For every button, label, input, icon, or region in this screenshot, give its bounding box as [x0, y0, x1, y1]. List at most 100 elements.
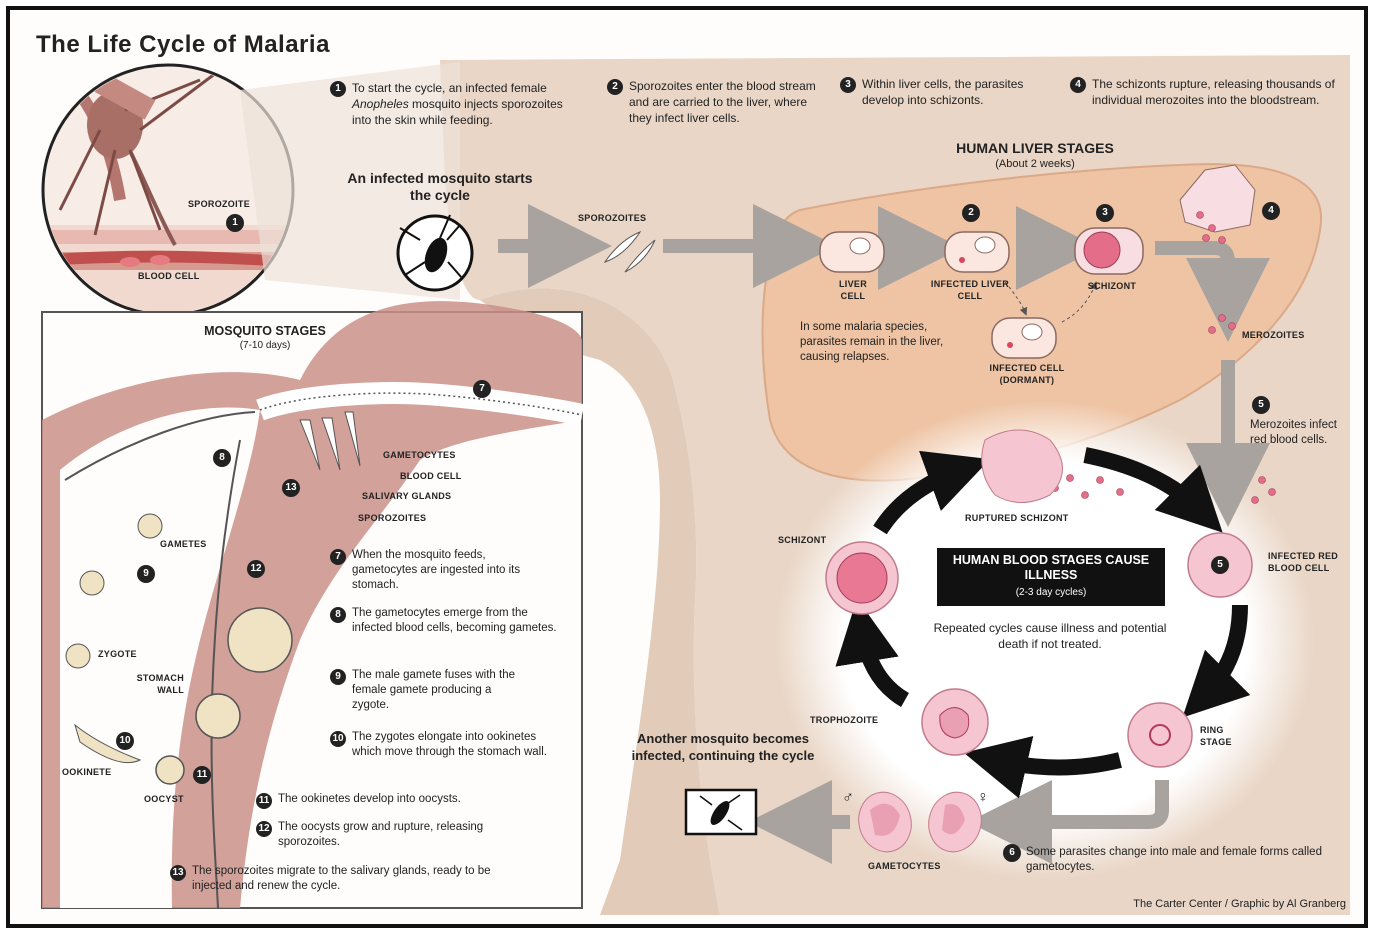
step-11-text: The ookinetes develop into oocysts. — [278, 792, 461, 807]
liver-heading: HUMAN LIVER STAGES — [925, 140, 1145, 156]
step-11-number: 11 — [256, 793, 272, 809]
step-8-text: The gametocytes emerge from the infected… — [352, 606, 560, 636]
merozoite-dot — [1117, 489, 1124, 496]
blood-schizont-cell — [826, 542, 898, 614]
liver-number-4: 4 — [1262, 202, 1280, 220]
merozoite-dot — [1229, 323, 1236, 330]
step-1-text-a: To start the cycle, an infected female — [352, 81, 547, 95]
gametocytes-label: GAMETOCYTES — [868, 860, 941, 872]
step-7-text: When the mosquito feeds, gametocytes are… — [352, 548, 540, 593]
merozoite-dot — [1269, 489, 1276, 496]
step-9-text: The male gamete fuses with the female ga… — [352, 668, 530, 713]
step-13-number: 13 — [170, 865, 186, 881]
page-title: The Life Cycle of Malaria — [36, 30, 330, 60]
diagram-number-10: 10 — [116, 732, 134, 750]
new-mosquito-icon — [686, 790, 756, 834]
male-symbol: ♂ — [842, 790, 854, 806]
merozoite-dot — [1219, 237, 1226, 244]
blood-schizont-label: SCHIZONT — [778, 534, 826, 546]
step-1-text: To start the cycle, an infected female A… — [352, 80, 580, 128]
step-4-text: The schizonts rupture, releasing thousan… — [1092, 76, 1340, 108]
merozoite-dot — [1197, 212, 1204, 219]
step-11: 11 The ookinetes develop into oocysts. — [256, 792, 556, 809]
label-gametes: GAMETES — [160, 538, 207, 550]
step-2-text: Sporozoites enter the blood stream and a… — [629, 78, 827, 126]
ruptured-schizont-label: RUPTURED SCHIZONT — [965, 512, 1069, 524]
step-1-text-em: Anopheles — [352, 97, 409, 111]
blood-box-subtitle: (2-3 day cycles) — [940, 587, 1162, 598]
step-12-number: 12 — [256, 821, 272, 837]
trophozoite-cell — [922, 689, 988, 755]
ruptured-schizont-shape — [982, 430, 1063, 503]
label-zygote: ZYGOTE — [98, 648, 137, 660]
step-10-number: 10 — [330, 731, 346, 747]
label-stomach-wall: STOMACH WALL — [114, 672, 184, 696]
merozoite-dot — [1259, 477, 1266, 484]
step-6-number: 6 — [1003, 844, 1021, 862]
infected-mosquito-caption: An infected mosquito starts the cycle — [340, 170, 540, 204]
dormant-cell-label: INFECTED CELL (DORMANT) — [972, 362, 1082, 386]
step-9: 9 The male gamete fuses with the female … — [330, 668, 530, 713]
diagram-number-8: 8 — [213, 449, 231, 467]
liver-schizont — [1075, 228, 1143, 274]
mosquito-heading: MOSQUITO STAGES — [160, 324, 370, 338]
label-oocyst: OOCYST — [144, 793, 184, 805]
step-12: 12 The oocysts grow and rupture, releasi… — [256, 820, 516, 850]
merozoites-label: MEROZOITES — [1242, 329, 1305, 341]
step-3-text: Within liver cells, the parasites develo… — [862, 76, 1040, 108]
merozoite-dot — [1219, 315, 1226, 322]
female-symbol: ♀ — [977, 790, 989, 806]
relapse-note: In some malaria species, parasites remai… — [800, 320, 960, 365]
label-sporozoites: SPOROZOITES — [358, 512, 426, 524]
step-8-number: 8 — [330, 607, 346, 623]
infected-liver-cell-label: INFECTED LIVER CELL — [928, 278, 1012, 302]
infected-rbc-label: INFECTED RED BLOOD CELL — [1268, 550, 1358, 574]
ring-stage-cell — [1128, 703, 1192, 767]
step-3: 3 Within liver cells, the parasites deve… — [840, 76, 1040, 108]
step-7-number: 7 — [330, 549, 346, 565]
step-5-number: 5 — [1252, 396, 1270, 414]
merozoite-dot — [1209, 327, 1216, 334]
diagram-number-12: 12 — [247, 560, 265, 578]
liver-cell — [820, 232, 884, 272]
ring-stage-label: RING STAGE — [1200, 724, 1250, 748]
step-1-number: 1 — [330, 81, 346, 97]
diagram-number-7: 7 — [473, 380, 491, 398]
step-10-text: The zygotes elongate into ookinetes whic… — [352, 730, 550, 760]
label-gametocytes: GAMETOCYTES — [383, 449, 456, 461]
dormant-cell — [992, 318, 1056, 358]
infected-mosquito-icon — [398, 215, 472, 290]
infected-rbc-number: 5 — [1211, 556, 1229, 574]
merozoite-dot — [1082, 492, 1089, 499]
merozoite-dot — [1067, 475, 1074, 482]
inset-number: 1 — [226, 214, 244, 232]
step-6-text: Some parasites change into male and fema… — [1026, 845, 1326, 875]
liver-subheading: (About 2 weeks) — [925, 158, 1145, 170]
step-10: 10 The zygotes elongate into ookinetes w… — [330, 730, 550, 760]
step-13: 13 The sporozoites migrate to the saliva… — [170, 864, 530, 894]
inset-sporozoite-label: SPOROZOITE — [188, 198, 250, 210]
merozoite-dot — [1097, 477, 1104, 484]
liver-number-3: 3 — [1096, 204, 1114, 222]
merozoite-dot — [1209, 225, 1216, 232]
step-12-text: The oocysts grow and rupture, releasing … — [278, 820, 516, 850]
step-2-number: 2 — [607, 79, 623, 95]
merozoite-dot — [1252, 497, 1259, 504]
another-mosquito-caption: Another mosquito becomes infected, conti… — [618, 730, 828, 764]
step-2: 2 Sporozoites enter the blood stream and… — [607, 78, 827, 126]
inset-blood-cell-label: BLOOD CELL — [138, 270, 200, 282]
merozoite-dot — [1203, 235, 1210, 242]
step-3-number: 3 — [840, 77, 856, 93]
liver-schizont-label: SCHIZONT — [1072, 280, 1152, 292]
diagram-number-11: 11 — [193, 766, 211, 784]
liver-cell-label: LIVER CELL — [828, 278, 878, 302]
mosquito-subheading: (7-10 days) — [160, 340, 370, 351]
diagram-number-9: 9 — [137, 565, 155, 583]
label-ookinete: OOKINETE — [62, 766, 111, 778]
label-salivary-glands: SALIVARY GLANDS — [362, 490, 451, 502]
diagram-number-13: 13 — [282, 479, 300, 497]
step-4: 4 The schizonts rupture, releasing thous… — [1070, 76, 1340, 108]
step-5-text: Merozoites infect red blood cells. — [1250, 418, 1350, 448]
liver-number-2: 2 — [962, 204, 980, 222]
credit-line: The Carter Center / Graphic by Al Granbe… — [1040, 896, 1346, 912]
